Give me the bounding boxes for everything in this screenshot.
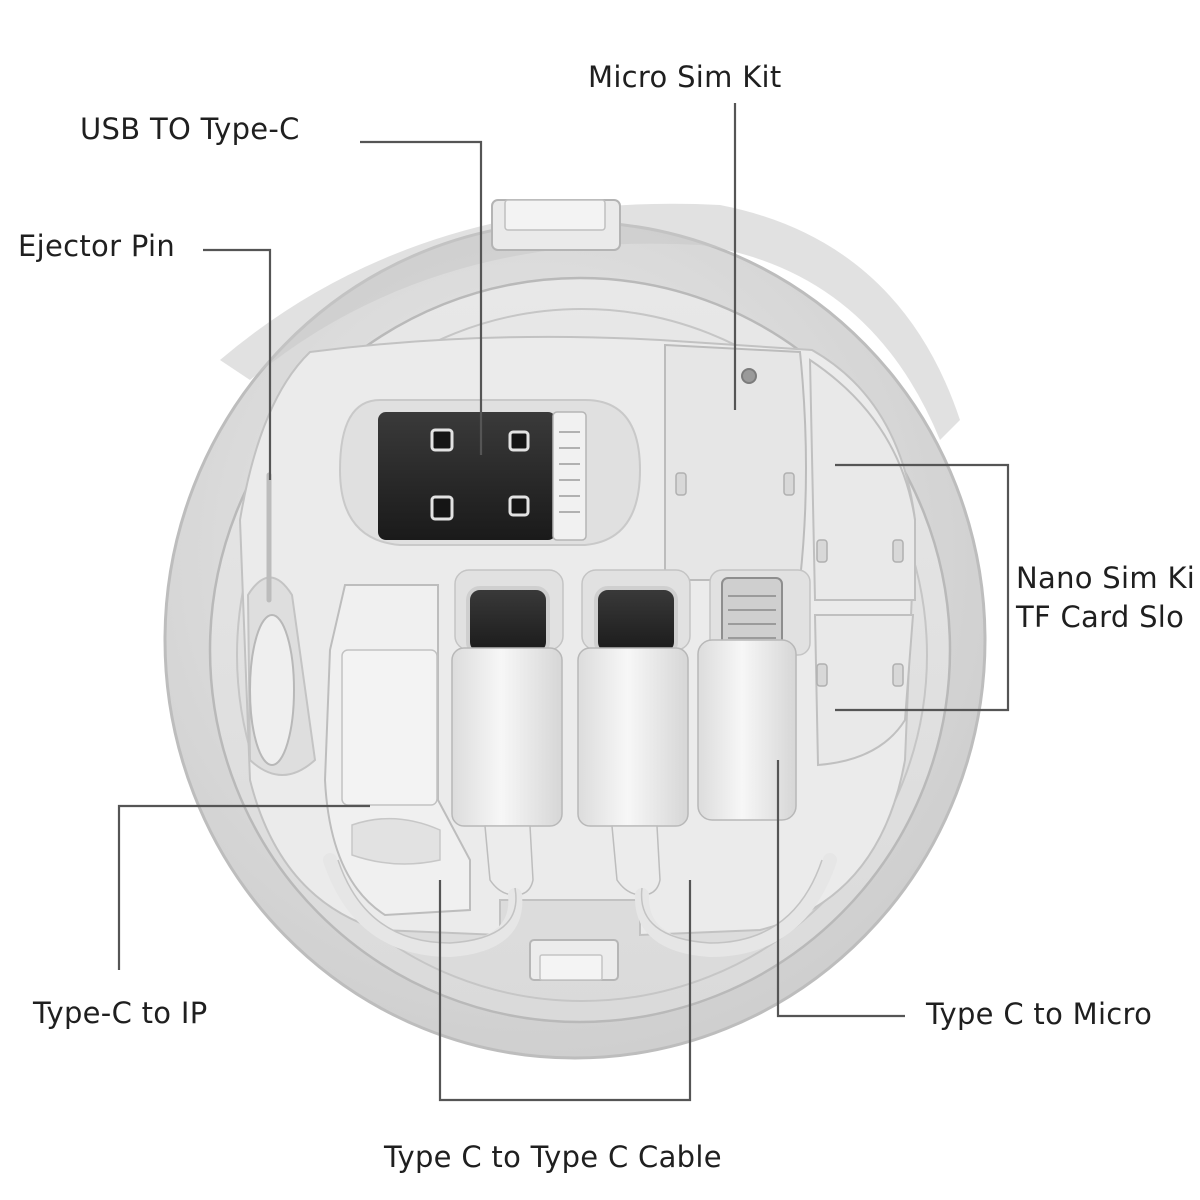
case-body-ridge (236, 308, 928, 1002)
usb-metal-plug (378, 412, 556, 540)
micro-usb-plug-body (697, 639, 797, 821)
cable-loops (323, 853, 837, 958)
leader-micro (776, 760, 905, 1018)
cable-loop-edges (337, 859, 823, 944)
top-latch-tab (504, 199, 606, 231)
sim-ejector-pin (246, 472, 317, 776)
leader-cc (438, 880, 692, 1102)
usb-contact-windows (430, 428, 530, 521)
ip-adapter-body (341, 649, 438, 806)
leader-lines (117, 103, 1010, 1102)
label-ejector-pin: Ejector Pin (18, 229, 176, 263)
micro-sim-hole (741, 368, 757, 384)
sim-card-slots (664, 343, 916, 767)
case-lid-shadow (220, 203, 960, 440)
tf-card-slot (813, 614, 915, 767)
micro-usb-metal (721, 577, 783, 651)
usb-a-adapter (338, 399, 642, 546)
leader-usb (360, 140, 483, 455)
usb-cap-ribs (559, 431, 580, 513)
label-type-c-to-type-c-cable: Type C to Type C Cable (384, 1140, 722, 1174)
ip-adapter-cutout (351, 817, 441, 865)
usb-c-adapter-2 (577, 569, 691, 896)
usb-c-adapter-1 (451, 569, 564, 896)
leader-ejector (203, 248, 272, 480)
slot-clips (675, 472, 904, 687)
label-nano-sim-kit: Nano Sim Ki (1016, 561, 1196, 595)
label-usb-to-type-c: USB TO Type-C (80, 112, 300, 146)
label-tf-card-slot: TF Card Slo (1016, 600, 1185, 634)
leader-ip (117, 804, 370, 970)
usb-c-plug-body (451, 647, 563, 827)
micro-usb-adapter (697, 569, 811, 821)
label-type-c-to-ip: Type-C to IP (33, 996, 208, 1030)
bottom-latch-tab (539, 954, 603, 981)
usb-end-cap (552, 411, 587, 541)
ejector-pin-loop (249, 614, 295, 766)
lightning-adapter (323, 584, 471, 917)
micro-usb-ridges (728, 595, 776, 639)
leader-nano-tf (835, 463, 1010, 712)
label-type-c-to-micro: Type C to Micro (926, 997, 1153, 1031)
label-micro-sim-kit: Micro Sim Kit (588, 60, 782, 94)
usb-c-metal (594, 586, 678, 656)
usb-c-metal (466, 586, 550, 656)
nano-sim-slot (808, 358, 916, 601)
usb-c-plug-body (577, 647, 689, 827)
